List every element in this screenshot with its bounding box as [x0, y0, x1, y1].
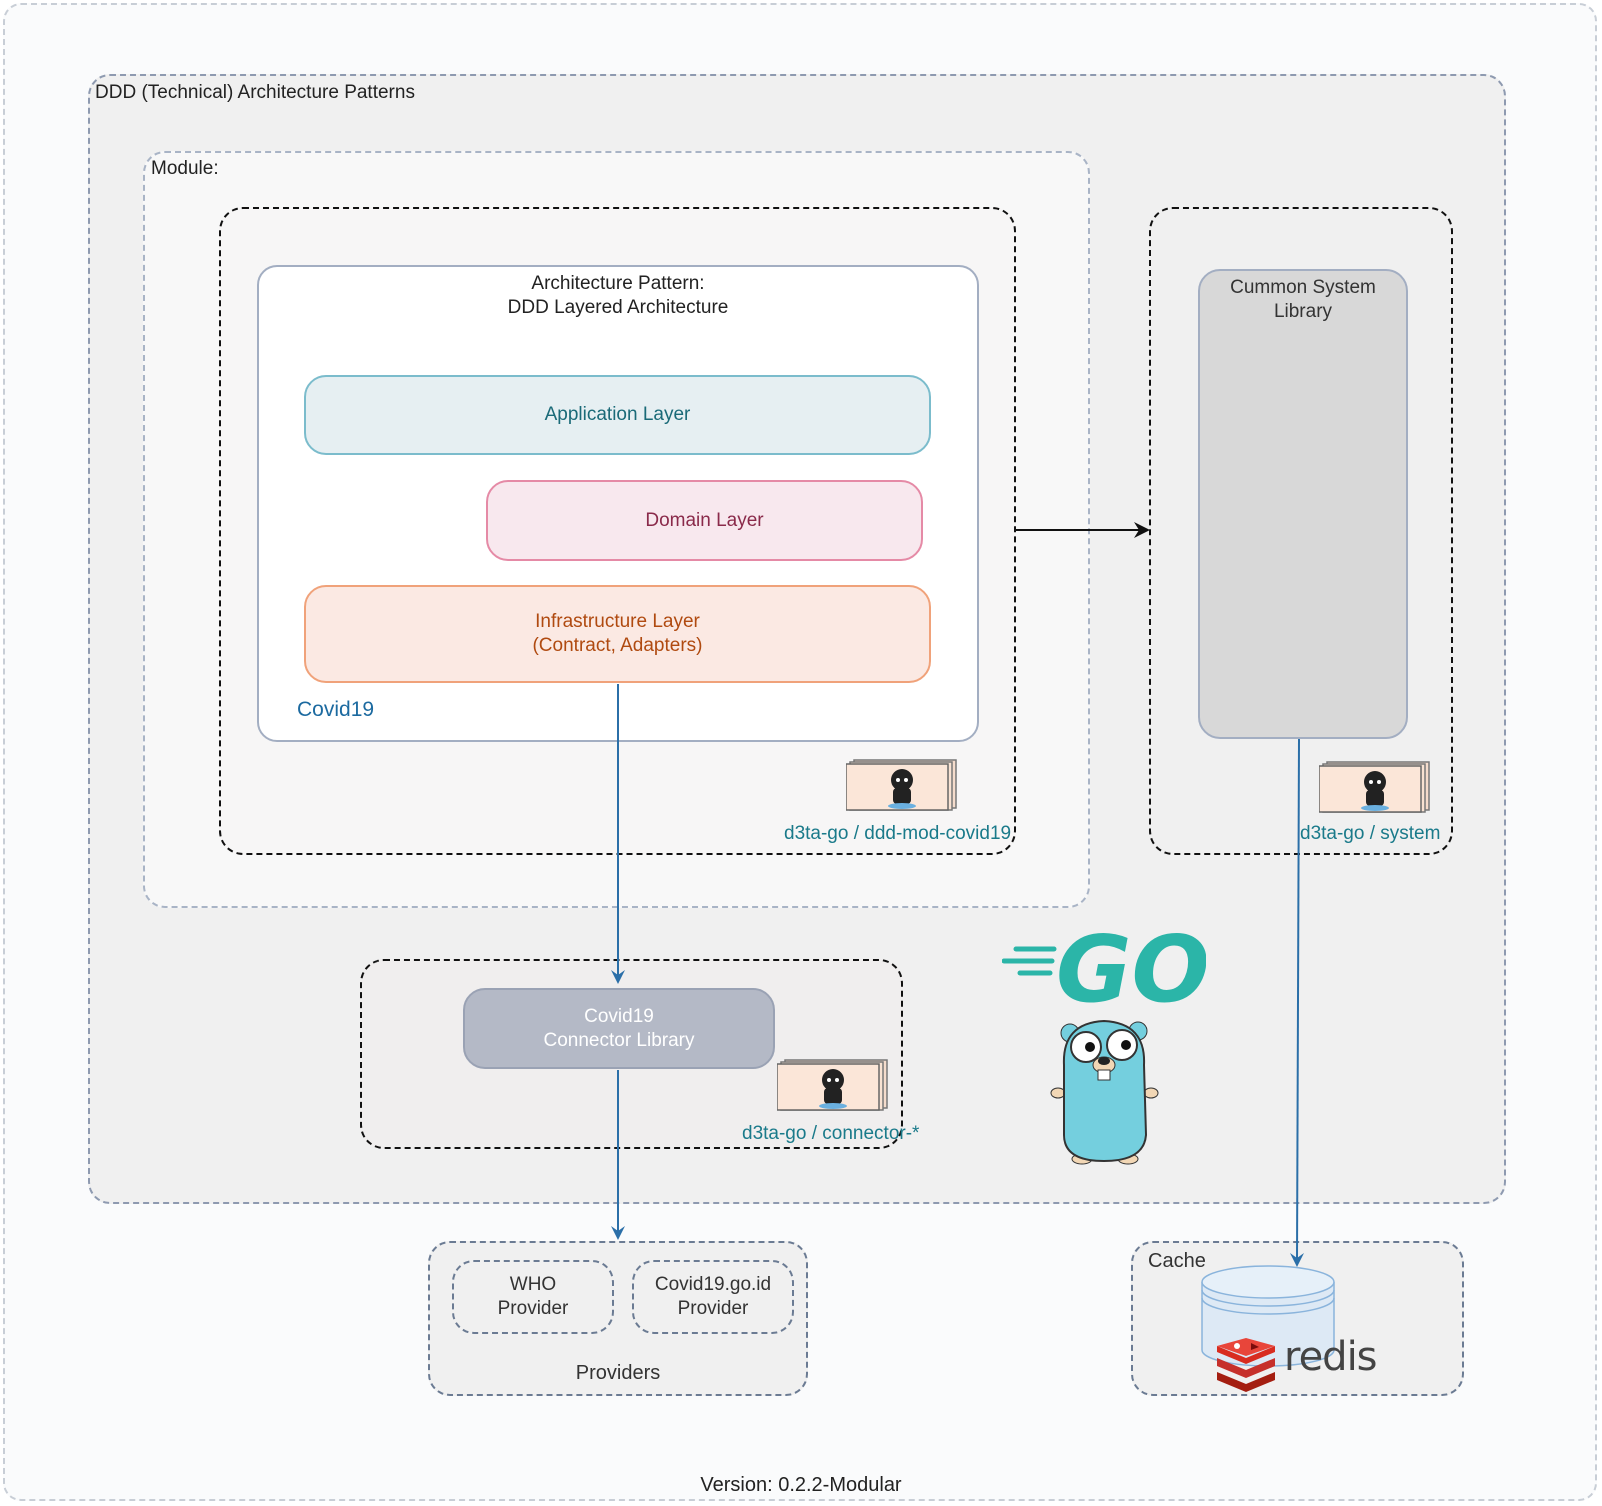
arrow-head-cache [1290, 1253, 1304, 1267]
github-repo-icon [1318, 760, 1431, 814]
who-provider-line1: WHO [509, 1274, 557, 1295]
github-repo-icon [845, 758, 958, 812]
architecture-pattern-title-line2: DDD Layered Architecture [507, 297, 729, 318]
who-provider: WHO Provider [452, 1260, 614, 1334]
covid19-connector-library: Covid19 Connector Library [463, 988, 775, 1069]
common-system-library [1198, 269, 1408, 739]
covid19-go-id-provider: Covid19.go.id Provider [632, 1260, 794, 1334]
infrastructure-layer: Infrastructure Layer (Contract, Adapters… [304, 585, 931, 683]
who-provider-line2: Provider [497, 1298, 569, 1319]
github-repo-icon [776, 1058, 889, 1112]
application-layer: Application Layer [304, 375, 931, 455]
architecture-pattern-title-line1: Architecture Pattern: [531, 273, 705, 294]
go-logo: GO [1001, 916, 1210, 1023]
infrastructure-layer-label: Infrastructure Layer [535, 611, 700, 632]
cache-title: Cache [1148, 1250, 1206, 1272]
architecture-pattern-title: Architecture Pattern: DDD Layered Archit… [257, 272, 979, 320]
arrow-head-connector [611, 970, 625, 984]
version-label: Version: 0.2.2-Modular [700, 1474, 902, 1496]
application-layer-label: Application Layer [544, 404, 691, 425]
repo-label-system: d3ta-go / system [1300, 823, 1441, 844]
domain-layer-label: Domain Layer [645, 509, 764, 531]
module-name-label: Covid19 [297, 698, 375, 721]
infrastructure-layer-sublabel: (Contract, Adapters) [532, 635, 703, 656]
common-system-library-line2: Library [1273, 301, 1333, 322]
redis-logo-icon [1215, 1338, 1277, 1392]
arrow-head-system [1134, 522, 1150, 538]
go-logo-text: GO [1056, 925, 1206, 1007]
module-container-title: Module: [151, 158, 219, 179]
covid-provider-line2: Provider [677, 1298, 749, 1319]
covid-provider-line1: Covid19.go.id [654, 1274, 772, 1295]
repo-label-ddd-mod-covid19: d3ta-go / ddd-mod-covid19 [784, 823, 1012, 844]
redis-logo-text: redis [1284, 1334, 1378, 1380]
providers-title: Providers [575, 1362, 661, 1384]
common-system-library-title: Cummon System Library [1198, 276, 1408, 324]
connector-library-line2: Connector Library [543, 1029, 695, 1051]
arrow-library-to-cache [1296, 738, 1300, 1261]
ddd-container-title: DDD (Technical) Architecture Patterns [95, 82, 415, 103]
repo-label-connector: d3ta-go / connector-* [742, 1123, 920, 1144]
domain-layer: Domain Layer [486, 480, 923, 561]
gopher-mascot-icon [1048, 1015, 1160, 1165]
common-system-library-line1: Cummon System [1230, 277, 1376, 298]
connector-library-line1: Covid19 [584, 1005, 654, 1027]
arrow-head-providers [611, 1226, 625, 1240]
